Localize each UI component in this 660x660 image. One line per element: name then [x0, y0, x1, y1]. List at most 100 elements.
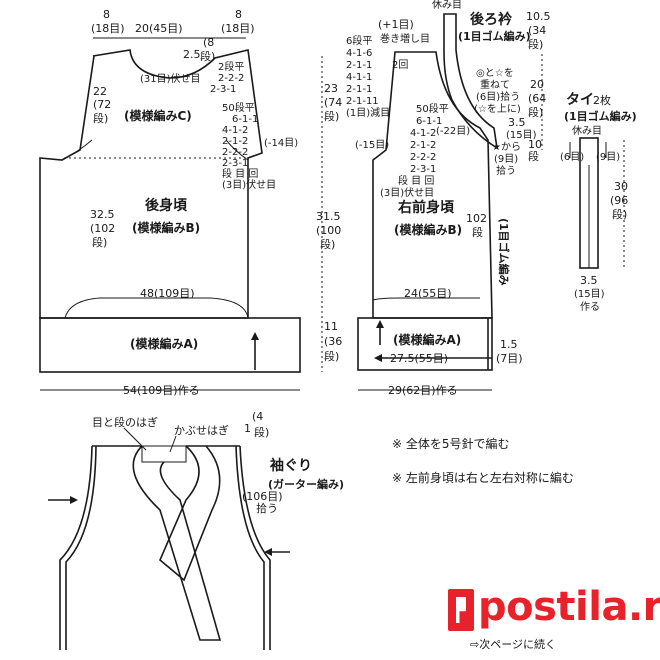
- note-symmetry: ※ 左前身頃は右と左右対称に編む: [392, 470, 574, 485]
- front-arm-dec4: 2-1-2: [410, 140, 436, 151]
- back-pattern-b: (模様編みB): [132, 220, 200, 235]
- back-top-left-st: (18目): [91, 22, 125, 35]
- assembly-arrow-left-icon: [70, 496, 78, 504]
- back-armhole-curve-left: [61, 139, 93, 161]
- back-armhole-h-a: 22: [93, 85, 107, 98]
- front-inc-b: 巻き増し目: [380, 32, 430, 45]
- back-collar-band: [443, 13, 499, 150]
- note-needle: ※ 全体を5号針で編む: [392, 436, 510, 451]
- armband-title: 袖ぐり: [270, 457, 312, 474]
- back-arm-dec5: 2-2-2: [222, 147, 248, 158]
- back-bottom-width: 54(109目)作る: [123, 384, 200, 397]
- front-neck-dec0: 6段平: [346, 34, 372, 47]
- back-ribbing: [39, 317, 301, 373]
- front-edge-a: 1.5: [500, 338, 518, 351]
- front-arm-dec1: 50段平: [416, 102, 449, 115]
- back-arm-bindoff: (3目)伏せ目: [222, 178, 276, 191]
- back-pattern-a: (模様編みA): [130, 336, 198, 351]
- assembly-collar-right: [159, 445, 221, 582]
- collar-rest: 休み目: [432, 0, 462, 11]
- front-pattern-b: (模様編みB): [394, 222, 462, 237]
- collar-join2: 重ねて: [480, 78, 510, 91]
- collar-title: 後ろ衿: [470, 11, 513, 28]
- collar-pick3: 拾う: [496, 164, 516, 177]
- assembly-back-neck: [141, 445, 187, 463]
- front-hem-curve: [372, 297, 480, 301]
- back-top-right: 8: [235, 8, 242, 21]
- assembly-outline-left-inner: [65, 445, 97, 650]
- front-arm-dec3: 4-1-2: [410, 128, 436, 139]
- assembly-arm-c: 段): [254, 425, 269, 439]
- back-armhole-h-b: (72: [93, 98, 111, 111]
- assembly-outline-left: [59, 445, 93, 650]
- collar-bot-a: 10: [528, 138, 542, 151]
- back-h-rib-c: 段): [324, 349, 339, 363]
- collar-w-b: (15目): [506, 130, 537, 141]
- back-hem-curve: [64, 297, 249, 319]
- tie-rest: 休み目: [572, 125, 602, 137]
- assembly-drawing: 目と段のはぎ かぶせはぎ 1 (4 段) 袖ぐり (ガーター編み) (106目)…: [48, 410, 344, 650]
- front-arrow-head-icon: [376, 320, 384, 328]
- front-edge-b: (7目): [496, 352, 523, 365]
- assembly-outline-right-inner: [235, 445, 265, 650]
- front-bottom-total: 29(62目)作る: [388, 384, 458, 397]
- assembly-outline-right: [239, 445, 271, 650]
- back-neck-rows-a: (8: [203, 36, 214, 49]
- back-body-piece: 8 (18目) 20(45目) 8 (18目) 2.5 (8 段) (31目)伏…: [39, 8, 342, 397]
- back-h-total-b: (74: [324, 96, 342, 109]
- collar-sub: (1目ゴム編み): [458, 29, 531, 43]
- seam-label: 目と段のはぎ: [92, 415, 158, 429]
- assembly-arrow-right-icon: [264, 548, 272, 556]
- front-width: 24(55目): [404, 287, 452, 300]
- back-arm-dec1: 50段平: [222, 101, 255, 114]
- tie-h-a: 30: [614, 180, 628, 193]
- back-side-c: 段): [92, 235, 107, 249]
- back-side-a: 32.5: [90, 208, 115, 221]
- notes: ※ 全体を5号針で編む ※ 左前身頃は右と左右対称に編む ⇨次ページに続く: [392, 436, 574, 651]
- collar-mid-b: (64: [528, 92, 546, 105]
- collar-h-a: 10.5: [526, 10, 551, 23]
- front-neck-dec5: 2-1-11: [346, 96, 379, 107]
- back-neck-rows-b: 段): [200, 49, 215, 63]
- front-arrow-left-icon: [374, 354, 382, 362]
- back-pattern-c: (模様編みC): [124, 108, 192, 123]
- back-width: 48(109目): [140, 287, 195, 300]
- tie-title: タイ: [566, 92, 594, 108]
- tie-w-b: (15目): [574, 289, 605, 300]
- armband-pick-a: (106目): [242, 490, 283, 503]
- back-arm-dec2: 6-1-1: [232, 114, 258, 125]
- back-collar-notes: 休み目 後ろ衿 (1目ゴム編み) 10.5 (34 段) 20 (64 段) 1…: [432, 0, 551, 177]
- back-arm-dec-hdr: 段 目 回: [222, 167, 258, 180]
- collar-bot-b: 段: [528, 149, 539, 163]
- tie-w-c: 作る: [580, 301, 600, 313]
- back-h-rib-b: (36: [324, 335, 342, 348]
- front-neck-dec-times: 2回: [392, 59, 408, 71]
- watermark-text: postila.ru: [478, 584, 660, 630]
- back-h-body-c: 段): [320, 237, 335, 251]
- front-inc-a: (+1目): [378, 18, 414, 31]
- collar-pick1: ★から: [492, 141, 521, 153]
- back-armhole-h-c: 段): [93, 111, 108, 125]
- back-arm-dec3: 4-1-2: [222, 125, 248, 136]
- tie-h-c: 段): [612, 207, 627, 221]
- back-title: 後身頃: [145, 197, 188, 214]
- collar-pick2: (9目): [494, 154, 518, 165]
- back-h-total-c: 段): [324, 109, 339, 123]
- assembly-arm-b: (4: [252, 410, 263, 423]
- next-page: ⇨次ページに続く: [470, 637, 556, 651]
- collar-join3: (6目)拾う: [476, 90, 520, 103]
- front-arm-dec6: 2-3-1: [410, 164, 436, 175]
- tie-count: 2枚: [593, 93, 611, 107]
- back-top-right-st: (18目): [221, 22, 255, 35]
- collar-join4: (☆を上に): [474, 103, 521, 115]
- back-neck-dec1: 2段平: [218, 60, 244, 73]
- front-arm-dec2: 6-1-1: [416, 116, 442, 127]
- back-top-center: 20(45目): [135, 22, 183, 35]
- back-top-left: 8: [103, 8, 110, 21]
- back-h-body-a: 31.5: [316, 210, 341, 223]
- collar-w-a: 3.5: [508, 116, 526, 129]
- front-arm-dec5: 2-2-2: [410, 152, 436, 163]
- back-h-rib-a: 11: [324, 320, 338, 333]
- collar-mid-a: 20: [530, 78, 544, 91]
